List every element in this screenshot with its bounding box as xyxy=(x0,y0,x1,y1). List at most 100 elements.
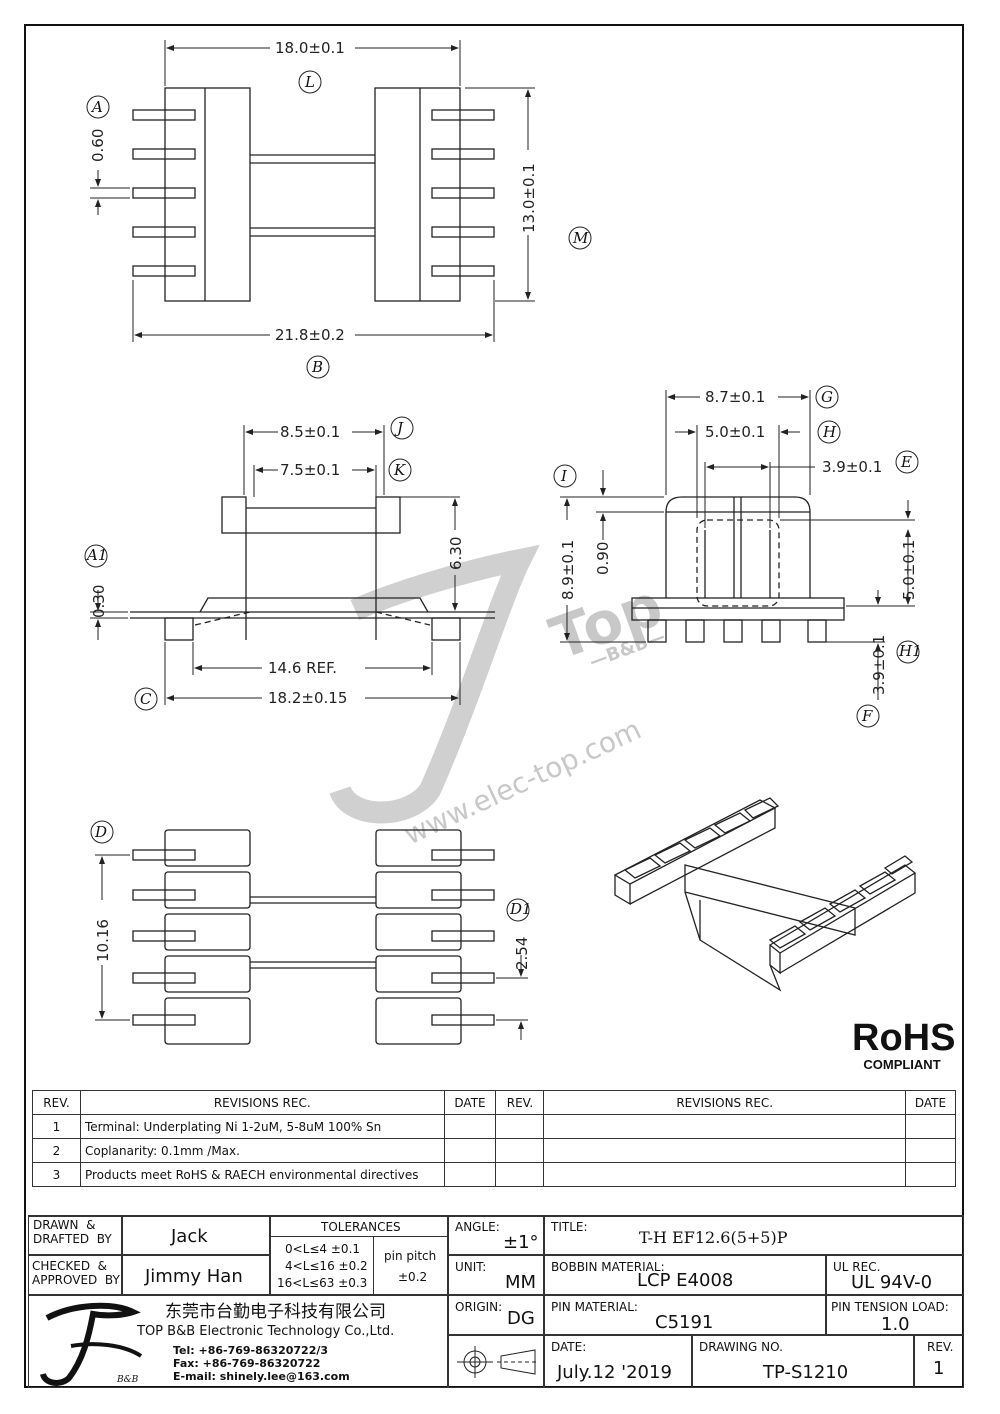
angle-value: ±1° xyxy=(503,1232,539,1253)
rev-date xyxy=(443,1114,497,1139)
rev-number: 1 xyxy=(32,1114,81,1139)
label-G: G xyxy=(821,388,833,406)
origin-value: DG xyxy=(507,1308,535,1329)
unit-cell: UNIT: MM xyxy=(448,1255,544,1295)
drawn-value-cell: Jack xyxy=(122,1215,270,1255)
label-A1: A1 xyxy=(85,546,107,564)
top-view xyxy=(90,40,535,342)
drawn-label: DRAWN & DRAFTED BY xyxy=(33,1218,112,1246)
rev-text: Coplanarity: 0.1mm /Max. xyxy=(79,1138,445,1163)
revisions-table: REV. REVISIONS REC. DATE REV. REVISIONS … xyxy=(32,1090,957,1187)
ul-cell: UL REC. UL 94V-0 xyxy=(826,1255,964,1295)
dim-F: 3.9±0.1 xyxy=(870,635,888,695)
label-M: M xyxy=(572,229,589,247)
dim-D: 10.16 xyxy=(94,919,112,962)
dim-I: 8.9±0.1 xyxy=(559,540,577,600)
dim-G: 8.7±0.1 xyxy=(705,388,765,406)
tol-label: TOLERANCES xyxy=(321,1220,401,1234)
rev-text: Products meet RoHS & RAECH environmental… xyxy=(79,1162,445,1187)
rev-header-2: REV. xyxy=(495,1090,545,1115)
rohs-mark: RoHS COMPLIANT xyxy=(852,1017,956,1072)
rev-number: 2 xyxy=(32,1138,81,1163)
dim-L: 18.0±0.1 xyxy=(275,39,345,57)
pin-label: PIN MATERIAL: xyxy=(551,1300,638,1314)
pitch-label: pin pitch xyxy=(384,1249,437,1263)
drawn-label-cell: DRAWN & DRAFTED BY xyxy=(28,1215,122,1255)
tolerances-cell: TOLERANCES 0<L≤4 ±0.1 4<L≤16 ±0.2 16<L≤6… xyxy=(270,1215,449,1296)
company-fax: Fax: +86-769-86320722 xyxy=(173,1357,321,1370)
dim-E: 3.9±0.1 xyxy=(822,458,882,476)
bobbin-cell: BOBBIN MATERIAL: LCP E4008 xyxy=(544,1255,826,1295)
date-header: DATE xyxy=(443,1090,497,1115)
pin-value: C5191 xyxy=(655,1312,714,1333)
dim-6-30: 6.30 xyxy=(447,537,465,570)
side-view xyxy=(90,425,495,705)
title-label: TITLE: xyxy=(551,1220,588,1234)
company-name-cn: 东莞市台勤电子科技有限公司 xyxy=(165,1302,386,1322)
revision-row: 1 Terminal: Underplating Ni 1-2uM, 5-8uM… xyxy=(32,1114,957,1139)
drawn-value: Jack xyxy=(171,1226,208,1247)
date-value: July.12 '2019 xyxy=(557,1362,672,1383)
label-K: K xyxy=(393,461,406,479)
origin-cell: ORIGIN: DG xyxy=(448,1295,544,1335)
company-logo: B&B xyxy=(40,1302,143,1386)
dim-A1: 0.30 xyxy=(90,585,108,618)
dim-A: 0.60 xyxy=(89,129,107,162)
company-name-en: TOP B&B Electronic Technology Co.,Ltd. xyxy=(137,1324,395,1339)
dim-H: 5.0±0.1 xyxy=(705,423,765,441)
tension-cell: PIN TENSION LOAD: 1.0 xyxy=(826,1295,964,1335)
revision-row: 2 Coplanarity: 0.1mm /Max. xyxy=(32,1138,957,1163)
rev-header: REV. xyxy=(32,1090,81,1115)
company-cell: B&B 东莞市台勤电子科技有限公司 TOP B&B Electronic Tec… xyxy=(28,1295,448,1388)
isometric-view xyxy=(613,797,917,992)
label-C: C xyxy=(140,690,152,708)
checked-value: Jimmy Han xyxy=(145,1266,243,1287)
projection-symbol-icon xyxy=(457,1346,539,1378)
dim-C: 18.2±0.15 xyxy=(268,689,347,707)
pin-material-cell: PIN MATERIAL: C5191 xyxy=(544,1295,826,1335)
rev-text: Terminal: Underplating Ni 1-2uM, 5-8uM 1… xyxy=(79,1114,445,1139)
rev-label: REV. xyxy=(927,1340,954,1354)
tol-1: 0<L≤4 ±0.1 xyxy=(285,1242,361,1256)
dim-14-6-ref: 14.6 REF. xyxy=(268,659,337,677)
title-cell: TITLE: T-H EF12.6(5+5)P xyxy=(544,1215,964,1255)
tension-value: 1.0 xyxy=(881,1314,910,1335)
logo-small-text: B&B xyxy=(116,1375,139,1385)
projection-symbol-cell xyxy=(448,1335,544,1388)
dim-J: 8.5±0.1 xyxy=(280,423,340,441)
checked-label-cell: CHECKED & APPROVED BY xyxy=(28,1255,122,1295)
ul-label: UL REC. xyxy=(833,1260,881,1274)
rev-number: 3 xyxy=(32,1162,81,1187)
dim-D1: 2.54 xyxy=(513,937,531,970)
title-block: DRAWN & DRAFTED BY Jack CHECKED & APPROV… xyxy=(28,1215,964,1388)
drawing-value: TP-S1210 xyxy=(763,1362,849,1383)
origin-label: ORIGIN: xyxy=(455,1300,503,1314)
unit-value: MM xyxy=(505,1272,537,1293)
rev-date xyxy=(443,1162,497,1187)
pitch-value: ±0.2 xyxy=(398,1270,428,1284)
dim-0-90: 0.90 xyxy=(594,542,612,575)
watermark: Top —B&B— www.elec-top.com xyxy=(329,544,671,851)
dim-M: 13.0±0.1 xyxy=(520,163,538,233)
rohs-title: RoHS xyxy=(852,1017,956,1059)
label-J: J xyxy=(394,419,404,437)
revisions-header-row: REV. REVISIONS REC. DATE REV. REVISIONS … xyxy=(32,1090,957,1115)
tol-2: 4<L≤16 ±0.2 xyxy=(285,1259,368,1273)
angle-cell: ANGLE: ±1° xyxy=(448,1215,544,1255)
checked-label: CHECKED & APPROVED BY xyxy=(32,1259,120,1287)
angle-label: ANGLE: xyxy=(455,1220,500,1234)
drawing-no-cell: DRAWING NO. TP-S1210 xyxy=(692,1335,914,1388)
unit-label: UNIT: xyxy=(455,1260,487,1274)
dim-5-0: 5.0±0.1 xyxy=(900,540,918,600)
title-value: T-H EF12.6(5+5)P xyxy=(639,1228,788,1247)
end-view xyxy=(560,390,915,700)
ul-value: UL 94V-0 xyxy=(851,1272,933,1293)
company-tel: Tel: +86-769-86320722/3 xyxy=(173,1344,329,1357)
checked-value-cell: Jimmy Han xyxy=(122,1255,270,1295)
label-H: H xyxy=(822,423,837,441)
rev-date xyxy=(443,1138,497,1163)
date-header-2: DATE xyxy=(904,1090,957,1115)
rohs-sub: COMPLIANT xyxy=(863,1057,941,1072)
rev-value: 1 xyxy=(933,1358,945,1379)
label-L: L xyxy=(304,73,315,91)
